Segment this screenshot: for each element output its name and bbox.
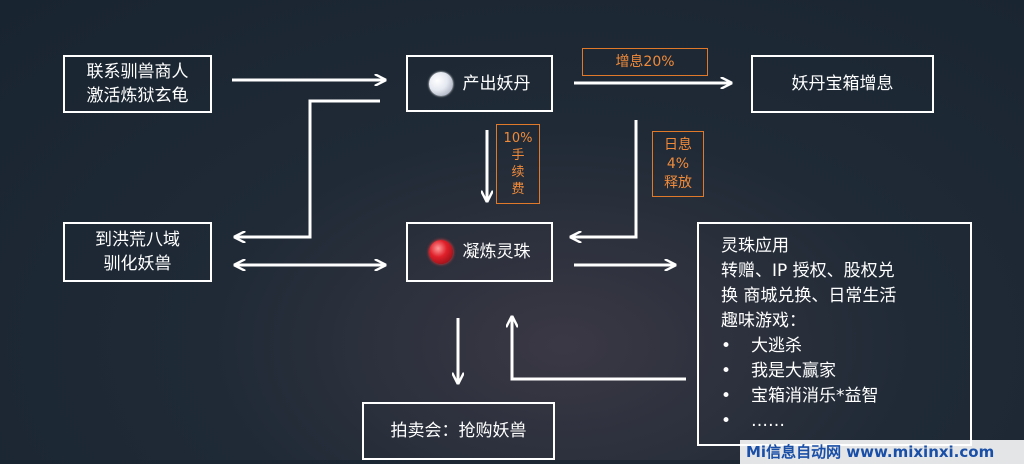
fee-line-3: 续 xyxy=(511,165,525,180)
merchant-node: 联系驯兽商人 激活炼狱玄龟 xyxy=(63,55,212,113)
application-line-1: 转赠、IP 授权、股权兑 xyxy=(721,261,895,281)
wilderness-line-1: 到洪荒八域 xyxy=(95,230,180,250)
arrow-chest-to-refine xyxy=(572,120,638,237)
arrow-to-wilderness xyxy=(236,99,380,237)
arrow-application-to-refine xyxy=(512,318,686,381)
fee-line-1: 10% xyxy=(503,131,533,146)
auction-label: 拍卖会：抢购妖兽 xyxy=(390,421,527,441)
fee-line-4: 费 xyxy=(511,182,525,197)
chest-label: 妖丹宝箱增息 xyxy=(791,74,894,94)
daily-label: 日息 4% 释放 xyxy=(652,131,704,197)
chest-node: 妖丹宝箱增息 xyxy=(751,55,934,113)
white-pearl-icon xyxy=(428,71,453,96)
game-item: 我是大赢家 xyxy=(721,359,958,384)
fee-label: 10% 手 续 费 xyxy=(496,124,540,204)
daily-line-2: 4% xyxy=(666,155,690,172)
wilderness-line-2: 驯化妖兽 xyxy=(103,254,172,274)
interest-text: 增息20% xyxy=(615,53,675,70)
red-gem-icon xyxy=(428,240,453,264)
auction-node: 拍卖会：抢购妖兽 xyxy=(362,402,555,460)
interest-label: 增息20% xyxy=(582,48,708,76)
daily-line-3: 释放 xyxy=(664,174,692,191)
produce-label: 产出妖丹 xyxy=(462,73,531,94)
game-item: 大逃杀 xyxy=(721,334,958,359)
daily-line-1: 日息 xyxy=(664,136,692,153)
refine-node: 凝炼灵珠 xyxy=(406,222,553,282)
produce-node: 产出妖丹 xyxy=(406,55,553,112)
wilderness-node: 到洪荒八域 驯化妖兽 xyxy=(63,222,212,282)
application-node: 灵珠应用 转赠、IP 授权、股权兑 换 商城兑换、日常生活 趣味游戏： 大逃杀 … xyxy=(697,222,972,446)
application-title: 灵珠应用 xyxy=(721,236,789,256)
refine-label: 凝炼灵珠 xyxy=(462,242,531,262)
game-item: …… xyxy=(721,409,958,434)
games-list: 大逃杀 我是大赢家 宝箱消消乐*益智 …… xyxy=(721,334,958,434)
application-line-3: 趣味游戏： xyxy=(721,311,806,331)
merchant-line-1: 联系驯兽商人 xyxy=(86,62,189,82)
merchant-line-2: 激活炼狱玄龟 xyxy=(86,86,189,106)
watermark: Mi信息自动网 www.mixinxi.com xyxy=(740,440,1024,464)
fee-line-2: 手 xyxy=(511,148,525,163)
application-line-2: 换 商城兑换、日常生活 xyxy=(721,286,897,306)
game-item: 宝箱消消乐*益智 xyxy=(721,384,958,409)
